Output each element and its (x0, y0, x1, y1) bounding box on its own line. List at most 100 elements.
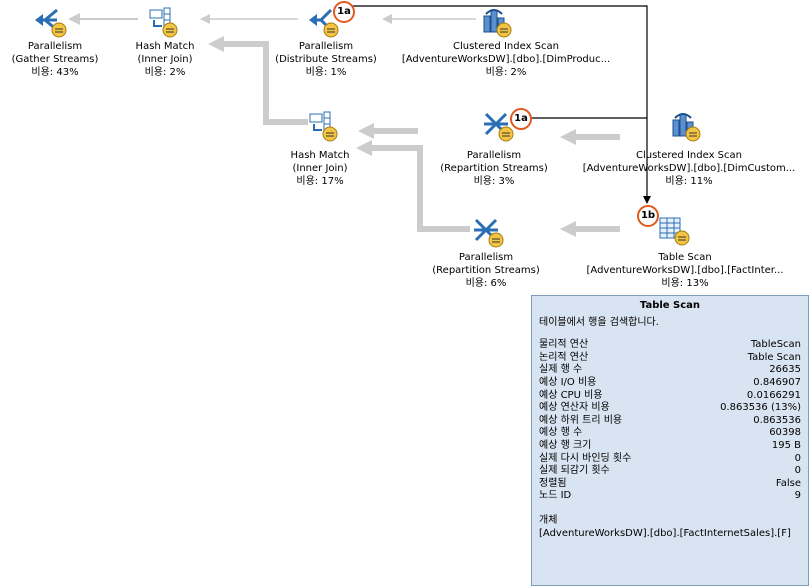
node-cost: 비용: 3% (473, 176, 515, 187)
property-label: 물리적 연산 (539, 339, 589, 351)
property-value: 0 (794, 452, 801, 464)
tooltip-title: Table Scan (639, 300, 701, 311)
node-gather-streams[interactable]: Parallelism (Gather Streams) 비용: 43% (0, 40, 110, 79)
clustered-index-scan-icon-2[interactable] (672, 113, 701, 142)
tooltip-property-row: 예상 연산자 비용 0.863536 (13%) (539, 402, 801, 415)
property-value: 9 (794, 490, 801, 502)
node-subtitle: [AdventureWorksDW].[dbo].[DimCustom... (582, 163, 796, 174)
property-label: 실제 행 수 (539, 364, 583, 376)
node-title: Table Scan (658, 252, 712, 263)
parallelism-repartition-icon-2[interactable] (474, 218, 504, 248)
node-title: Parallelism (466, 150, 522, 161)
property-label: 논리적 연산 (539, 351, 589, 363)
node-cost: 비용: 43% (31, 67, 79, 78)
property-value: 0 (794, 465, 801, 477)
node-scan-dim-product[interactable]: Clustered Index Scan [AdventureWorksDW].… (393, 40, 619, 79)
table-scan-icon[interactable] (659, 217, 690, 246)
tooltip-property-row: 논리적 연산 Table Scan (539, 352, 801, 365)
property-label: 예상 하위 트리 비용 (539, 414, 623, 426)
node-title: Parallelism (298, 41, 354, 52)
tooltip-property-row: 실제 되감기 횟수 0 (539, 465, 801, 478)
property-label: 노드 ID (539, 490, 572, 502)
arrow-repartition2-to-hash2 (356, 140, 470, 232)
property-value: False (775, 477, 801, 489)
node-subtitle: (Inner Join) (137, 54, 193, 65)
node-distribute-streams[interactable]: Parallelism (Distribute Streams) 비용: 1% (266, 40, 386, 79)
badge-1a-distribute: 1a (333, 1, 355, 23)
arrow-repartition1-to-hash2 (358, 123, 418, 139)
property-value: 0.846907 (753, 376, 801, 388)
parallelism-repartition-icon-1[interactable] (484, 112, 514, 142)
property-label: 실제 다시 바인딩 횟수 (539, 452, 632, 464)
property-value: 60398 (769, 427, 801, 439)
node-title: Hash Match (135, 41, 195, 52)
tooltip-property-row: 예상 하위 트리 비용 0.863536 (539, 415, 801, 428)
property-label: 실제 되감기 횟수 (539, 465, 610, 477)
node-table-scan[interactable]: Table Scan [AdventureWorksDW].[dbo].[Fac… (572, 251, 798, 290)
tooltip-property-row: 노드 ID 9 (539, 490, 801, 503)
arrow-scan-product-to-distribute (382, 14, 476, 24)
node-cost: 비용: 2% (144, 67, 186, 78)
node-subtitle: (Repartition Streams) (440, 163, 548, 174)
arrow-scan-customer-to-repartition1 (560, 129, 620, 145)
node-cost: 비용: 11% (665, 176, 713, 187)
node-title: Clustered Index Scan (453, 41, 559, 52)
node-title: Parallelism (458, 252, 514, 263)
badge-1b-table-scan: 1b (637, 205, 659, 227)
property-value: 0.863536 (753, 414, 801, 426)
property-label: 예상 연산자 비용 (539, 402, 610, 414)
property-value: 0.863536 (13%) (720, 402, 801, 414)
tooltip-object-value: [AdventureWorksDW].[dbo].[FactInternetSa… (539, 527, 791, 539)
node-title: Hash Match (290, 150, 350, 161)
tooltip-property-row: 예상 행 크기 195 B (539, 440, 801, 453)
tooltip-property-row: 예상 행 수 60398 (539, 427, 801, 440)
node-hash-match-2[interactable]: Hash Match (Inner Join) 비용: 17% (270, 149, 370, 188)
property-label: 예상 행 수 (539, 427, 583, 439)
node-cost: 비용: 1% (305, 67, 347, 78)
node-subtitle: [AdventureWorksDW].[dbo].[DimProduc... (401, 54, 611, 65)
arrow-hash1-to-gather (68, 13, 138, 25)
clustered-index-scan-icon-1[interactable] (483, 9, 512, 38)
tooltip-description: 테이블에서 행을 검색합니다. (539, 316, 659, 328)
property-value: 0.0166291 (746, 389, 801, 401)
property-value: Table Scan (747, 351, 801, 363)
node-cost: 비용: 6% (465, 278, 507, 289)
property-label: 예상 I/O 비용 (539, 376, 597, 388)
property-value: 195 B (771, 439, 801, 451)
property-value: 26635 (769, 364, 801, 376)
hash-match-icon-2[interactable] (309, 111, 338, 142)
tooltip-property-row: 정렬됨 False (539, 478, 801, 491)
hash-match-icon-1[interactable] (149, 7, 178, 38)
tooltip-property-row: 예상 CPU 비용 0.0166291 (539, 390, 801, 403)
node-subtitle: (Repartition Streams) (432, 265, 540, 276)
badge-link-line (352, 5, 651, 204)
property-label: 예상 CPU 비용 (539, 389, 603, 401)
node-cost: 비용: 2% (485, 67, 527, 78)
property-label: 정렬됨 (539, 477, 567, 489)
tooltip-property-row: 실제 행 수 26635 (539, 364, 801, 377)
parallelism-distribute-icon[interactable] (309, 8, 339, 38)
node-cost: 비용: 13% (661, 278, 709, 289)
node-repartition-2[interactable]: Parallelism (Repartition Streams) 비용: 6% (426, 251, 546, 290)
node-subtitle: (Inner Join) (292, 163, 348, 174)
parallelism-gather-icon[interactable] (35, 8, 67, 38)
arrow-distribute-to-hash1 (200, 14, 298, 24)
property-label: 예상 행 크기 (539, 439, 592, 451)
node-title: Parallelism (27, 41, 83, 52)
node-repartition-1[interactable]: Parallelism (Repartition Streams) 비용: 3% (434, 149, 554, 188)
tooltip-property-row: 예상 I/O 비용 0.846907 (539, 377, 801, 390)
arrow-hash2-to-hash1 (208, 36, 308, 125)
node-scan-dim-customer[interactable]: Clustered Index Scan [AdventureWorksDW].… (576, 149, 802, 188)
node-hash-match-1[interactable]: Hash Match (Inner Join) 비용: 2% (115, 40, 215, 79)
tooltip-object-label: 개체 (539, 514, 558, 526)
arrow-table-scan-to-repartition2 (560, 221, 620, 237)
tooltip-property-row: 실제 다시 바인딩 횟수 0 (539, 453, 801, 466)
node-subtitle: (Gather Streams) (11, 54, 99, 65)
node-cost: 비용: 17% (296, 176, 344, 187)
node-subtitle: [AdventureWorksDW].[dbo].[FactInter... (586, 265, 784, 276)
node-subtitle: (Distribute Streams) (275, 54, 377, 65)
